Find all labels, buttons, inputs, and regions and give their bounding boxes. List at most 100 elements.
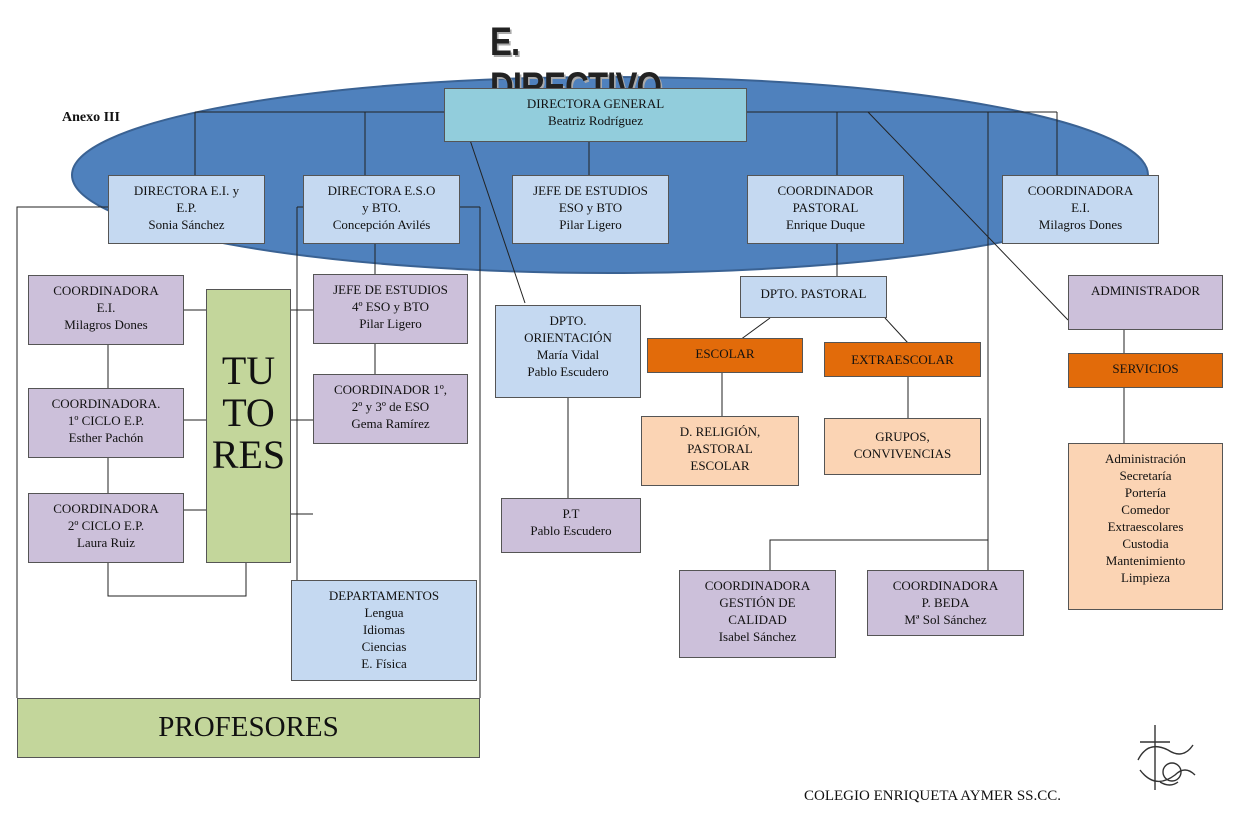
node-text: 1º CICLO E.P. [67,413,145,428]
node-text: ESCOLAR [690,458,750,473]
node-text: ESO y BTO [558,200,623,215]
node-text: DPTO. [549,313,587,328]
node-text: 4º ESO y BTO [351,299,430,314]
node-coord-beda: COORDINADORA P. BEDA Mª Sol Sánchez [867,570,1024,636]
node-text: Administración [1105,451,1186,466]
node-directora-ei-ep: DIRECTORA E.I. y E.P. Sonia Sánchez [108,175,265,244]
line-eso-frame [296,206,303,580]
line-general-orientacion [469,139,526,304]
node-text: Secretaría [1119,468,1172,483]
node-text: DPTO. PASTORAL [760,286,867,301]
node-escolar: ESCOLAR [647,338,803,373]
node-text: JEFE DE ESTUDIOS [533,183,648,198]
node-administrador: ADMINISTRADOR [1068,275,1223,330]
node-text: TO [222,390,275,435]
node-servicios: SERVICIOS [1068,353,1223,388]
page-title: E. DIRECTIVO [490,20,662,109]
node-text: Extraescolares [1107,519,1184,534]
node-jefe-estudios-4eso: JEFE DE ESTUDIOS 4º ESO y BTO Pilar Lige… [313,274,468,344]
node-text: CALIDAD [728,612,787,627]
node-text: COORDINADOR 1º, [333,382,448,397]
node-text: COORDINADORA [704,578,811,593]
node-dpto-orientacion: DPTO. ORIENTACIÓN María Vidal Pablo Escu… [495,305,641,398]
node-text: TU [221,348,276,393]
node-text: E.I. [96,300,116,315]
node-text: CONVIVENCIAS [853,446,952,461]
node-text: Mantenimiento [1105,553,1186,568]
node-text: PASTORAL [792,200,859,215]
node-text: PASTORAL [687,441,753,456]
node-text: E. Física [361,656,407,671]
node-tutores: TU TO RES [206,289,291,563]
node-text: María Vidal [536,347,600,362]
line-profesores-frame [16,206,481,698]
node-text: Laura Ruiz [76,535,136,550]
node-coord-calidad: COORDINADORA GESTIÓN DE CALIDAD Isabel S… [679,570,836,658]
node-text: DIRECTORA GENERAL [526,96,665,111]
node-servicios-lista: Administración Secretaría Portería Comed… [1068,443,1223,610]
node-pt: P.T Pablo Escudero [501,498,641,553]
node-text: Milagros Dones [64,317,148,332]
node-extraescolar: EXTRAESCOLAR [824,342,981,377]
node-text: Beatriz Rodríguez [548,113,643,128]
node-text: COORDINADORA [53,501,159,516]
node-jefe-estudios: JEFE DE ESTUDIOS ESO y BTO Pilar Ligero [512,175,669,244]
node-text: Ciencias [361,639,407,654]
node-text: Limpieza [1120,570,1171,585]
node-text: Gema Ramírez [351,416,430,431]
line-pastoral [739,244,909,344]
logo-icon [1137,725,1196,790]
node-text: Idiomas [363,622,405,637]
node-departamentos: DEPARTAMENTOS Lengua Idiomas Ciencias E.… [291,580,477,681]
node-text: Mª Sol Sánchez [904,612,987,627]
node-text: COORDINADORA [892,578,999,593]
node-text: Milagros Dones [1038,217,1123,232]
node-coordinadora-ei-top: COORDINADORA E.I. Milagros Dones [1002,175,1159,244]
node-text: COORDINADORA. [51,396,161,411]
node-text: SERVICIOS [1112,361,1179,376]
node-text: 2º y 3º de ESO [351,399,430,414]
annex-label: Anexo III [62,110,120,125]
node-text: EXTRAESCOLAR [851,352,954,367]
line-tutores-links [184,309,313,515]
node-text: DIRECTORA E.S.O [327,183,436,198]
node-text: Portería [1124,485,1167,500]
node-text: JEFE DE ESTUDIOS [333,282,448,297]
node-coordinadora-2ciclo: COORDINADORA 2º CICLO E.P. Laura Ruiz [28,493,184,563]
node-text: Comedor [1121,502,1170,517]
node-directora-eso-bto: DIRECTORA E.S.O y BTO. Concepción Avilés [303,175,460,244]
node-coordinadora-ei: COORDINADORA E.I. Milagros Dones [28,275,184,345]
node-text: PROFESORES [158,711,339,743]
node-text: Pablo Escudero [527,364,609,379]
line-general-right-vertical [769,112,989,570]
node-text: P.T [562,506,580,521]
node-text: RES [211,432,286,477]
node-text: P. BEDA [921,595,970,610]
node-text: D. RELIGIÓN, [679,424,761,439]
node-text: 2º CICLO E.P. [67,518,145,533]
node-text: Pablo Escudero [530,523,612,538]
node-text: Concepción Avilés [332,217,431,232]
node-text: DEPARTAMENTOS [328,588,440,603]
node-text: ORIENTACIÓN [524,330,612,345]
node-text: y BTO. [362,200,401,215]
line-general-administrador [867,111,1069,321]
node-text: E.P. [176,200,197,215]
node-text: COORDINADORA [1027,183,1134,198]
node-profesores: PROFESORES [17,698,480,758]
node-directora-general: DIRECTORA GENERAL Beatriz Rodríguez [444,88,747,142]
node-text: Esther Pachón [68,430,144,445]
footer-school-name: COLEGIO ENRIQUETA AYMER SS.CC. [804,788,1062,804]
node-text: COORDINADORA [53,283,159,298]
node-text: E.I. [1071,200,1090,215]
node-religion: D. RELIGIÓN, PASTORAL ESCOLAR [641,416,799,486]
node-grupos: GRUPOS, CONVIVENCIAS [824,418,981,475]
line-ei-chain [107,345,247,597]
node-text: ADMINISTRADOR [1090,283,1201,298]
node-text: Sonia Sánchez [148,217,225,232]
node-coordinadora-1ciclo: COORDINADORA. 1º CICLO E.P. Esther Pachó… [28,388,184,458]
node-coordinador-eso: COORDINADOR 1º, 2º y 3º de ESO Gema Ramí… [313,374,468,444]
node-text: Enrique Duque [785,217,866,232]
node-dpto-pastoral: DPTO. PASTORAL [740,276,887,318]
node-text: DIRECTORA E.I. y [133,183,240,198]
